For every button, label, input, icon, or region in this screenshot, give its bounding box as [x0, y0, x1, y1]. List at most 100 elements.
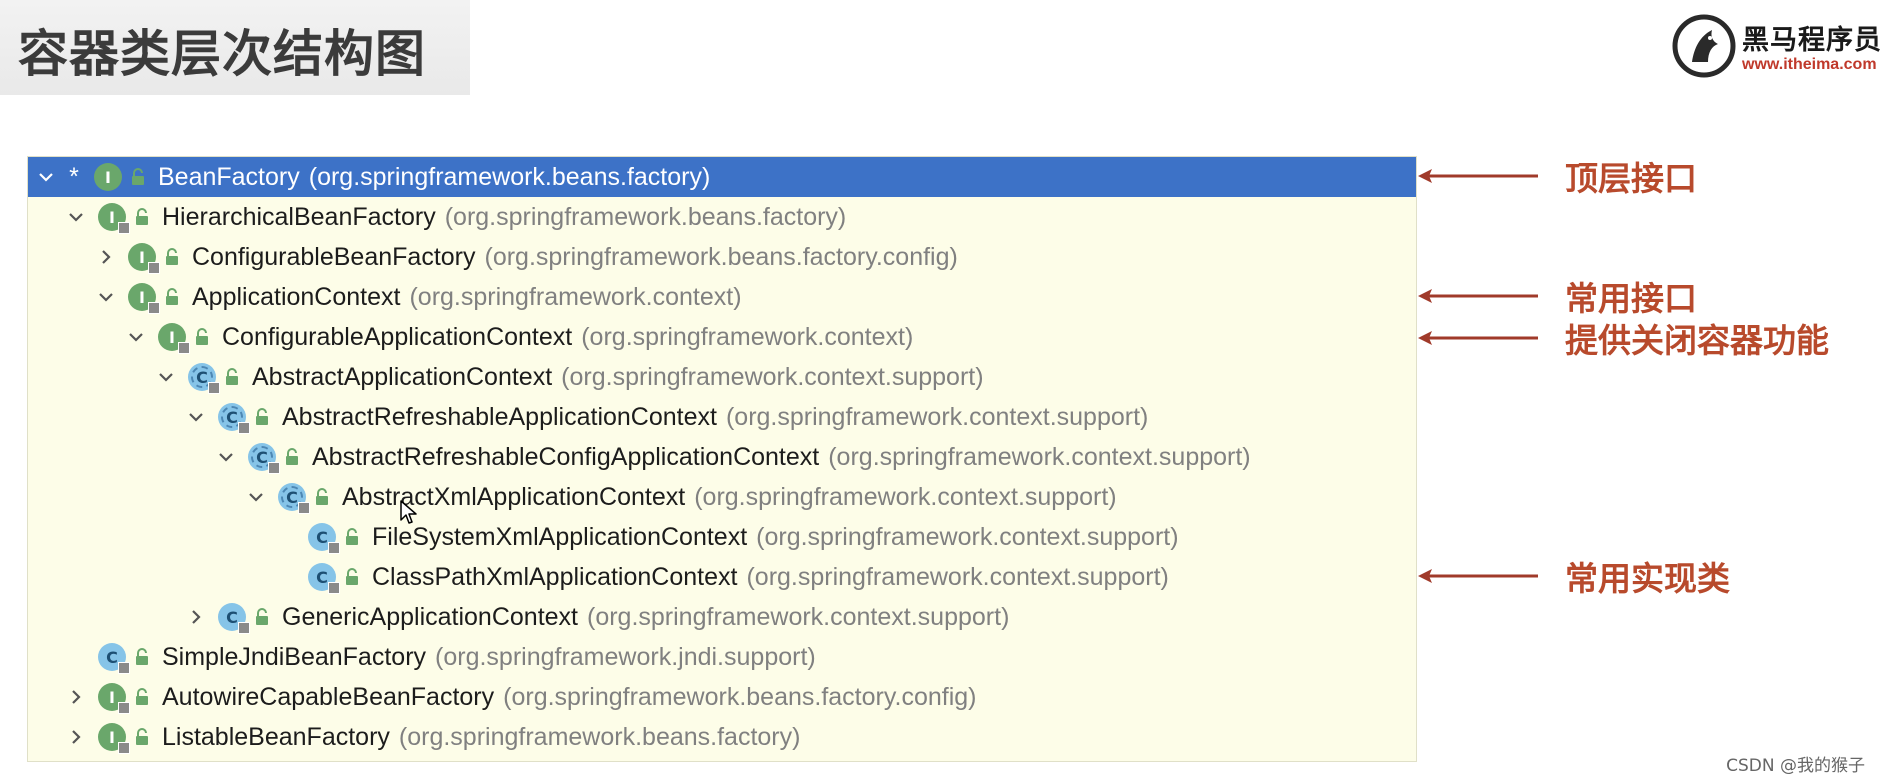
library-badge-icon	[148, 262, 160, 274]
watermark: CSDN @我的猴子	[1726, 756, 1865, 776]
lock-icon	[164, 248, 180, 266]
class-icon: C	[308, 563, 340, 594]
chevron-placeholder	[274, 565, 298, 589]
hierarchy-tree: * I BeanFactory (org.springframework.beans.…	[27, 156, 1417, 762]
chevron-down-icon[interactable]	[94, 285, 118, 309]
type-icon-glyph: I	[139, 247, 145, 267]
star-marker-icon: *	[69, 162, 79, 191]
annotation: 常用实现类	[1416, 556, 1730, 598]
library-badge-icon	[178, 342, 190, 354]
node-name: HierarchicalBeanFactory	[162, 202, 436, 231]
chevron-right-icon[interactable]	[64, 725, 88, 749]
tree-row[interactable]: C SimpleJndiBeanFactory (org.springframewo…	[28, 637, 1416, 677]
library-badge-icon	[328, 542, 340, 554]
page-title: 容器类层次结构图	[18, 25, 426, 83]
node-name: BeanFactory	[158, 162, 300, 191]
type-icon-glyph: C	[256, 447, 268, 467]
node-name: AbstractXmlApplicationContext	[342, 482, 686, 511]
chevron-down-icon[interactable]	[154, 365, 178, 389]
library-badge-icon	[298, 502, 310, 514]
class-icon: C	[98, 643, 130, 674]
type-icon-glyph: I	[109, 207, 115, 227]
mouse-cursor-icon	[400, 500, 417, 524]
tree-row[interactable]: I HierarchicalBeanFactory (org.springframe…	[28, 197, 1416, 237]
node-package: (org.springframework.beans.factory.confi…	[484, 242, 958, 271]
lock-icon	[194, 328, 210, 346]
node-name: ConfigurableApplicationContext	[222, 322, 573, 351]
node-package: (org.springframework.context.support)	[587, 602, 1010, 631]
node-name: AbstractRefreshableConfigApplicationCont…	[312, 442, 820, 471]
lock-icon	[134, 208, 150, 226]
node-name: AbstractRefreshableApplicationContext	[282, 402, 717, 431]
node-package: (org.springframework.context.support)	[694, 482, 1117, 511]
node-package: (org.springframework.context.support)	[561, 362, 984, 391]
interface-icon: I	[128, 283, 160, 314]
chevron-down-icon[interactable]	[34, 165, 58, 189]
annotation-text: 提供关闭容器功能	[1565, 321, 1829, 360]
node-package: (org.springframework.jndi.support)	[435, 642, 816, 671]
chevron-right-icon[interactable]	[184, 605, 208, 629]
tree-row[interactable]: C AbstractXmlApplicationContext (org.sprin…	[28, 477, 1416, 517]
chevron-down-icon[interactable]	[64, 205, 88, 229]
node-name: ClassPathXmlApplicationContext	[372, 562, 738, 591]
type-icon-glyph: I	[105, 167, 111, 187]
annotation-text: 顶层接口	[1565, 159, 1697, 198]
node-name: SimpleJndiBeanFactory	[162, 642, 427, 671]
library-badge-icon	[268, 462, 280, 474]
tree-row[interactable]: C AbstractRefreshableConfigApplicationCon…	[28, 437, 1416, 477]
node-package: (org.springframework.context.support)	[828, 442, 1251, 471]
interface-icon: I	[98, 683, 130, 714]
logo: 黑马程序员 www.itheima.com	[1672, 12, 1887, 80]
abstract-class-icon: C	[248, 443, 280, 474]
tree-row[interactable]: C ClassPathXmlApplicationContext (org.spri…	[28, 557, 1416, 597]
arrow-left-icon	[1416, 286, 1541, 306]
lock-icon	[130, 168, 146, 186]
node-package: (org.springframework.context.support)	[756, 522, 1179, 551]
node-name: AbstractApplicationContext	[252, 362, 553, 391]
chevron-down-icon[interactable]	[244, 485, 268, 509]
interface-icon: I	[128, 243, 160, 274]
lock-icon	[134, 728, 150, 746]
library-badge-icon	[328, 582, 340, 594]
chevron-down-icon[interactable]	[214, 445, 238, 469]
interface-icon: I	[98, 203, 130, 234]
logo-name: 黑马程序员	[1742, 25, 1882, 56]
annotation: 提供关闭容器功能	[1416, 318, 1829, 360]
node-package: (org.springframework.context)	[581, 322, 914, 351]
annotation: 顶层接口	[1416, 156, 1697, 198]
lock-icon	[224, 368, 240, 386]
node-name: FileSystemXmlApplicationContext	[372, 522, 748, 551]
chevron-down-icon[interactable]	[184, 405, 208, 429]
type-icon-glyph: C	[106, 647, 118, 667]
chevron-right-icon[interactable]	[94, 245, 118, 269]
node-name: ApplicationContext	[192, 282, 401, 311]
arrow-left-icon	[1416, 166, 1541, 186]
node-package: (org.springframework.context.support)	[746, 562, 1169, 591]
chevron-right-icon[interactable]	[64, 685, 88, 709]
chevron-down-icon[interactable]	[124, 325, 148, 349]
node-package: (org.springframework.beans.factory)	[444, 202, 847, 231]
lock-icon	[164, 288, 180, 306]
library-badge-icon	[238, 422, 250, 434]
interface-icon: I	[94, 163, 122, 191]
lock-icon	[314, 488, 330, 506]
node-name: GenericApplicationContext	[282, 602, 578, 631]
type-icon-glyph: C	[286, 487, 298, 507]
lock-icon	[344, 568, 360, 586]
chevron-placeholder	[274, 525, 298, 549]
node-package: (org.springframework.beans.factory)	[398, 722, 801, 751]
annotation-text: 常用实现类	[1565, 559, 1730, 598]
library-badge-icon	[118, 662, 130, 674]
lock-icon	[134, 688, 150, 706]
